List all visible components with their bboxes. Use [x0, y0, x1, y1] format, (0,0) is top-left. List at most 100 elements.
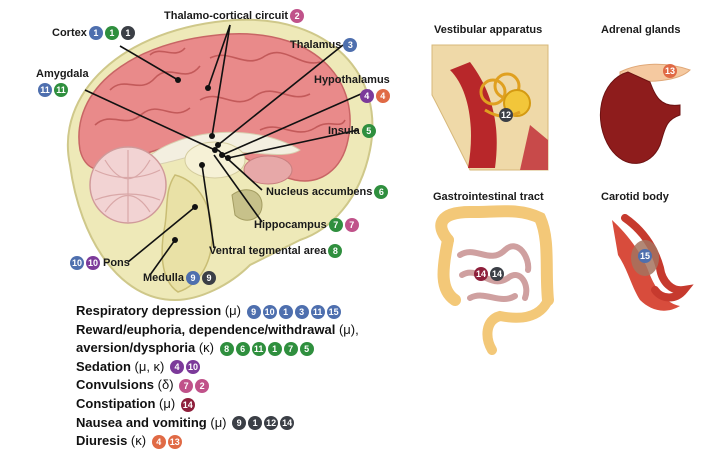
- number-badge: 1: [88, 26, 103, 40]
- number-badge: 1: [267, 341, 282, 356]
- number-badge: 6: [374, 185, 389, 199]
- receptor-type: (μ): [155, 395, 179, 411]
- receptor-type: (δ): [154, 377, 178, 393]
- label-text: Nucleus accumbens: [266, 185, 373, 198]
- number-badge: 13: [167, 434, 182, 449]
- receptor-type: (κ): [127, 433, 150, 449]
- number-badge: 2: [290, 9, 305, 23]
- number-badge: 1: [104, 26, 119, 40]
- gi-illustration: [435, 205, 554, 355]
- number-badge: 14: [474, 267, 488, 281]
- receptor-type: (κ): [195, 340, 218, 356]
- brainstem-shape: [161, 174, 213, 293]
- effect-line: Reward/euphoria, dependence/withdrawal (…: [76, 321, 359, 340]
- vestibular-illustration: [431, 44, 549, 171]
- number-badge: 6: [235, 341, 250, 356]
- number-badge: 10: [86, 256, 100, 270]
- number-badge: 5: [361, 124, 376, 138]
- effect-name: Diuresis: [76, 433, 128, 449]
- number-badge: 7: [283, 341, 298, 356]
- number-badge: 15: [326, 304, 341, 319]
- label-text: Hypothalamus: [314, 74, 390, 86]
- badge-group: 8: [326, 244, 343, 258]
- number-badge: 4: [359, 89, 374, 104]
- receptor-type: (μ): [206, 414, 231, 430]
- number-badge: 3: [343, 38, 358, 52]
- panel-title-adrenal: Adrenal glands: [601, 24, 681, 36]
- number-badge: 9: [201, 271, 216, 285]
- number-badge: 4: [170, 360, 185, 375]
- effect-name: Convulsions: [76, 377, 155, 393]
- number-badge: 12: [499, 108, 513, 122]
- number-badge: 9: [185, 271, 200, 285]
- nucleus-accumbens-shape: [243, 155, 293, 185]
- number-badge: 8: [328, 244, 343, 258]
- label-text: Thalamus: [290, 38, 342, 51]
- number-badge: 10: [262, 304, 277, 319]
- number-badge: 9: [232, 416, 247, 431]
- number-badge: 11: [310, 304, 325, 319]
- number-badge: 1: [120, 26, 135, 40]
- receptor-type: (μ, κ): [130, 358, 169, 374]
- label-text: Cortex: [52, 26, 87, 39]
- number-badge: 14: [490, 267, 504, 281]
- number-badge: 8: [219, 341, 234, 356]
- number-badge: 15: [638, 249, 652, 263]
- number-badge: 11: [251, 341, 266, 356]
- label-text: Insula: [328, 124, 360, 137]
- label-text: Hippocampus: [254, 218, 327, 231]
- effect-name: Nausea and vomiting: [76, 414, 207, 430]
- label-text: Ventral tegmental area: [209, 244, 327, 257]
- effect-line: Constipation (μ) 14: [76, 395, 359, 414]
- number-badge: 14: [280, 416, 295, 431]
- badge-carotid: 15: [636, 249, 652, 263]
- receptor-type: (μ),: [335, 321, 359, 337]
- number-badge: 7: [344, 218, 359, 232]
- badge-adrenal: 13: [661, 64, 677, 78]
- effect-name: Constipation: [76, 395, 156, 411]
- number-badge: 11: [54, 83, 68, 98]
- receptor-type: (μ): [221, 303, 245, 318]
- number-badge: 4: [375, 89, 390, 104]
- label-text: Medulla: [143, 271, 184, 284]
- badge-group: 5: [360, 124, 376, 138]
- number-badge: 13: [663, 64, 677, 78]
- panel-title-carotid: Carotid body: [601, 191, 669, 203]
- number-badge: 7: [179, 378, 194, 393]
- number-badge: 1: [248, 416, 263, 431]
- number-badge: 10: [186, 360, 201, 375]
- label-text: Pons: [103, 256, 130, 269]
- number-badge: 2: [195, 378, 210, 393]
- badge-vestibular: 12: [497, 108, 513, 122]
- number-badge: 1: [278, 304, 293, 319]
- number-badge: 4: [151, 434, 166, 449]
- number-badge: 7: [328, 218, 343, 232]
- number-badge: 12: [264, 416, 279, 431]
- number-badge: 11: [38, 83, 52, 98]
- panel-title-gi: Gastrointestinal tract: [433, 191, 544, 203]
- badge-group: 6: [372, 185, 389, 199]
- effect-name: Sedation: [76, 358, 131, 374]
